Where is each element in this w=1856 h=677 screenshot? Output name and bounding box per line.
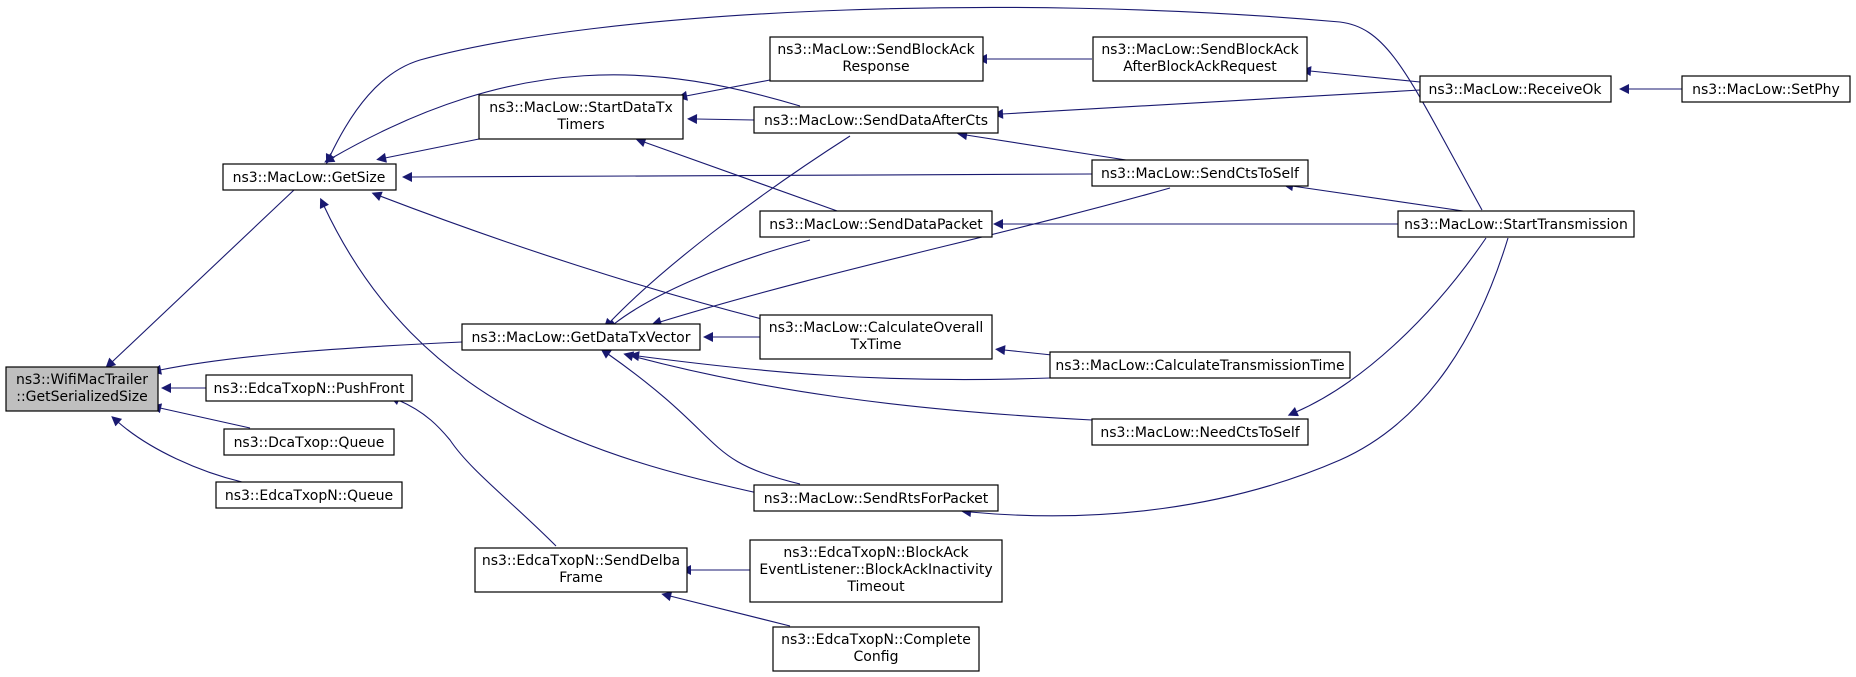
node-getsize[interactable]: ns3::MacLow::GetSize <box>222 163 397 191</box>
node-sendblockackafter[interactable]: ns3::MacLow::SendBlockAck AfterBlockAckR… <box>1092 36 1308 82</box>
node-senddelba-line-2: Frame <box>559 570 603 586</box>
node-blockacktimeout-line-3: Timeout <box>846 579 905 595</box>
node-needcts-line-1: ns3::MacLow::NeedCtsToSelf <box>1100 425 1300 441</box>
node-calctransmission[interactable]: ns3::MacLow::CalculateTransmissionTime <box>1049 351 1351 379</box>
node-needcts[interactable]: ns3::MacLow::NeedCtsToSelf <box>1091 418 1309 446</box>
node-sendblockackresp-line-2: Response <box>842 59 909 75</box>
node-sendctstoself-line-1: ns3::MacLow::SendCtsToSelf <box>1101 166 1300 182</box>
node-senddataaftercts-line-1: ns3::MacLow::SendDataAfterCts <box>764 113 988 129</box>
node-sendrts[interactable]: ns3::MacLow::SendRtsForPacket <box>753 484 999 512</box>
node-sendblockackresp-line-1: ns3::MacLow::SendBlockAck <box>777 42 975 58</box>
node-calcoverall-line-1: ns3::MacLow::CalculateOverall <box>769 320 984 336</box>
node-senddatapacket[interactable]: ns3::MacLow::SendDataPacket <box>759 210 993 238</box>
node-calcoverall-line-2: TxTime <box>849 337 901 353</box>
edge-edcaqueue-to-root <box>111 416 243 483</box>
node-root-line-1: ns3::WifiMacTrailer <box>16 372 148 388</box>
node-blockacktimeout-line-2: EventListener::BlockAckInactivity <box>759 562 992 578</box>
node-completeconfig[interactable]: ns3::EdcaTxopN::Complete Config <box>772 626 980 672</box>
node-senddatapacket-line-1: ns3::MacLow::SendDataPacket <box>769 217 983 233</box>
node-receiveok[interactable]: ns3::MacLow::ReceiveOk <box>1419 75 1612 103</box>
edge-calctransmission-to-calcoverall <box>995 345 1053 356</box>
node-blockacktimeout[interactable]: ns3::EdcaTxopN::BlockAck EventListener::… <box>749 539 1003 603</box>
node-startdatatx-line-1: ns3::MacLow::StartDataTx <box>489 100 673 116</box>
edge-senddataaftercts-to-getdatatx <box>603 135 851 329</box>
node-blockacktimeout-line-1: ns3::EdcaTxopN::BlockAck <box>783 545 969 561</box>
node-dcaqueue[interactable]: ns3::DcaTxop::Queue <box>223 428 395 456</box>
node-startdatatx[interactable]: ns3::MacLow::StartDataTx Timers <box>478 94 684 140</box>
edge-getsize-to-root <box>105 189 295 369</box>
node-setphy-line-1: ns3::MacLow::SetPhy <box>1692 82 1840 98</box>
edge-dcaqueue-to-root <box>151 403 251 429</box>
node-starttransmission[interactable]: ns3::MacLow::StartTransmission <box>1397 210 1635 238</box>
edge-senddataaftercts-to-startdatatx <box>687 114 755 125</box>
node-setphy[interactable]: ns3::MacLow::SetPhy <box>1681 75 1851 103</box>
node-senddelba[interactable]: ns3::EdcaTxopN::SendDelba Frame <box>474 547 688 593</box>
node-calctransmission-line-1: ns3::MacLow::CalculateTransmissionTime <box>1055 358 1344 374</box>
edge-starttransmission-to-needcts <box>1287 237 1487 417</box>
edge-starttransmission-to-sendrts <box>961 237 1509 518</box>
edge-calcoverall-to-getsize <box>371 191 791 327</box>
edge-starttransmission-to-sendctstoself <box>1283 181 1471 213</box>
edge-startdatatx-to-getsize <box>376 138 480 163</box>
node-root-line-2: ::GetSerializedSize <box>16 389 147 405</box>
edge-sendrts-to-getsize <box>319 197 791 501</box>
node-pushfront-line-1: ns3::EdcaTxopN::PushFront <box>214 381 405 397</box>
nodes: ns3::WifiMacTrailer ::GetSerializedSize … <box>5 36 1851 672</box>
node-edcaqueue[interactable]: ns3::EdcaTxopN::Queue <box>215 481 403 509</box>
edge-senddatapacket-to-startdatatx <box>635 137 841 213</box>
edge-needcts-to-getdatatx <box>623 351 1093 421</box>
edge-sendctstoself-to-senddataaftercts <box>957 130 1127 161</box>
node-receiveok-line-1: ns3::MacLow::ReceiveOk <box>1428 82 1602 98</box>
node-completeconfig-line-2: Config <box>854 649 899 665</box>
edge-sendctstoself-to-getsize <box>402 171 1093 182</box>
node-root[interactable]: ns3::WifiMacTrailer ::GetSerializedSize <box>5 366 159 412</box>
edge-senddelba-to-pushfront <box>389 395 557 547</box>
node-getsize-line-1: ns3::MacLow::GetSize <box>233 170 386 186</box>
node-completeconfig-line-1: ns3::EdcaTxopN::Complete <box>781 632 971 648</box>
edge-getdatatx-to-root <box>151 341 463 375</box>
edge-completeconfig-to-senddelba <box>661 591 791 627</box>
node-startdatatx-line-2: Timers <box>556 117 604 133</box>
edge-receiveok-to-senddataaftercts <box>993 89 1421 119</box>
node-senddelba-line-1: ns3::EdcaTxopN::SendDelba <box>482 553 680 569</box>
node-getdatatx[interactable]: ns3::MacLow::GetDataTxVector <box>461 323 701 351</box>
node-edcaqueue-line-1: ns3::EdcaTxopN::Queue <box>225 488 393 504</box>
edge-receiveok-to-sendblockackafter <box>1301 66 1421 83</box>
node-sendblockackafter-line-2: AfterBlockAckRequest <box>1123 59 1277 75</box>
edge-sendblockackresp-to-startdatatx <box>677 79 771 101</box>
node-dcaqueue-line-1: ns3::DcaTxop::Queue <box>234 435 385 451</box>
edge-senddatapacket-to-getdatatx <box>606 239 811 330</box>
edge-senddataaftercts-to-getsize <box>324 74 801 163</box>
edge-sendctstoself-to-getdatatx <box>651 187 1171 327</box>
edge-starttransmission-to-getsize <box>325 6 1483 211</box>
edges <box>105 6 1682 627</box>
node-sendctstoself[interactable]: ns3::MacLow::SendCtsToSelf <box>1091 159 1309 187</box>
node-pushfront[interactable]: ns3::EdcaTxopN::PushFront <box>205 374 413 402</box>
edge-sendrts-to-getdatatx <box>600 348 801 485</box>
node-sendrts-line-1: ns3::MacLow::SendRtsForPacket <box>764 491 989 507</box>
node-senddataaftercts[interactable]: ns3::MacLow::SendDataAfterCts <box>753 106 999 134</box>
node-calcoverall[interactable]: ns3::MacLow::CalculateOverall TxTime <box>759 314 993 360</box>
node-starttransmission-line-1: ns3::MacLow::StartTransmission <box>1404 217 1628 233</box>
node-sendblockackresp[interactable]: ns3::MacLow::SendBlockAck Response <box>769 36 984 82</box>
node-sendblockackafter-line-1: ns3::MacLow::SendBlockAck <box>1101 42 1299 58</box>
edge-calctransmission-to-getdatatx <box>629 351 1051 381</box>
node-getdatatx-line-1: ns3::MacLow::GetDataTxVector <box>472 330 691 346</box>
